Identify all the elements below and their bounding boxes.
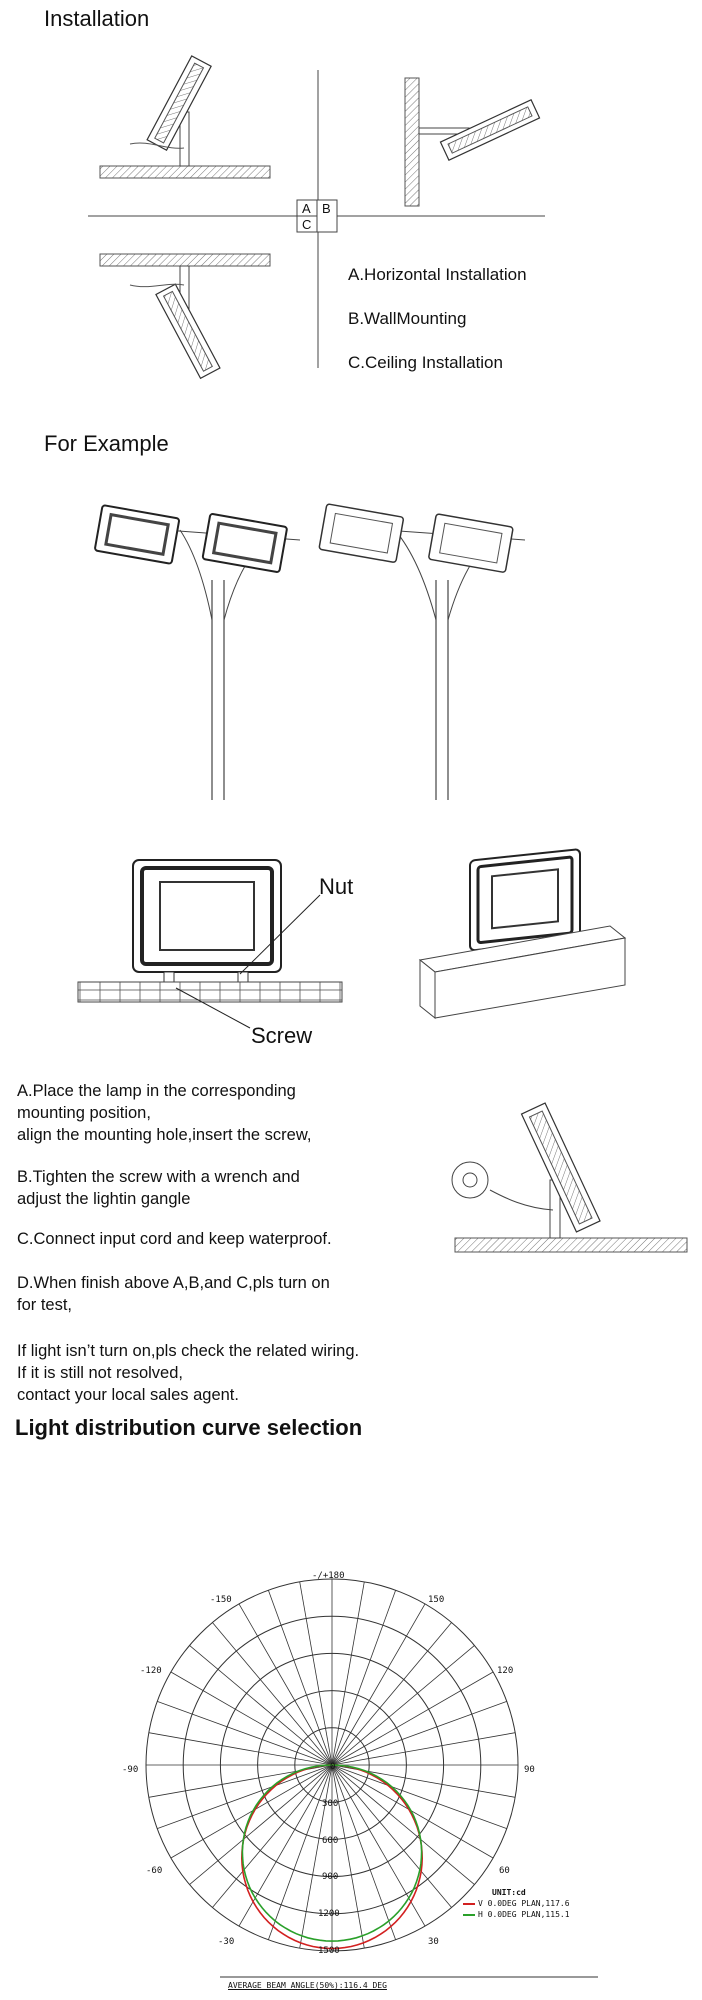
angle-label-p120: 120: [497, 1666, 514, 1676]
polar-spoke: [170, 1671, 333, 1766]
polar-spoke: [331, 1764, 426, 1927]
legend-v: V 0.0DEG PLAN,117.6: [463, 1899, 570, 1908]
polar-spoke: [238, 1603, 333, 1766]
pole-lights-illustration: [94, 503, 526, 800]
polar-spoke: [331, 1603, 426, 1766]
angle-label-m150: -150: [210, 1595, 232, 1605]
legend-v-swatch: [463, 1902, 475, 1905]
polar-spoke: [212, 1764, 333, 1908]
angle-label-m90: -90: [122, 1765, 139, 1775]
angle-label-m60: -60: [146, 1866, 163, 1876]
angle-label-p90: 90: [524, 1765, 535, 1775]
radial-label-300: 300: [322, 1799, 339, 1809]
polar-spoke: [189, 1645, 333, 1766]
distribution-title: Light distribution curve selection: [15, 1415, 363, 1440]
instruction-d: D.When finish above A,B,and C,pls turn o…: [17, 1274, 330, 1314]
polar-spoke: [170, 1764, 333, 1859]
installation-title: Installation: [44, 6, 150, 31]
label-ceiling-installation: C.Ceiling Installation: [348, 353, 503, 372]
angle-label-180: -/+180: [312, 1571, 345, 1581]
curve-v-plane: [240, 1764, 424, 1950]
instruction-a: A.Place the lamp in the corresponding mo…: [17, 1082, 312, 1144]
radial-label-900: 900: [322, 1872, 339, 1882]
polar-spoke: [268, 1764, 333, 1940]
instruction-note: If light isn’t turn on,pls check the rel…: [17, 1342, 360, 1404]
legend-v-text: V 0.0DEG PLAN,117.6: [478, 1899, 570, 1908]
angle-label-p60: 60: [499, 1866, 510, 1876]
polar-spoke: [331, 1581, 365, 1766]
angle-label-0: 0: [330, 1762, 336, 1772]
beam-angle-caption: AVERAGE BEAM ANGLE(50%):116.4 DEG: [228, 1981, 387, 1990]
polar-chart: [145, 1578, 598, 1978]
screw-label: Screw: [251, 1023, 313, 1048]
installation-diagram: [88, 55, 545, 380]
polar-spoke: [331, 1590, 396, 1766]
quad-letter-b: B: [322, 201, 331, 216]
legend-h: H 0.0DEG PLAN,115.1: [463, 1910, 570, 1919]
legend-h-swatch: [463, 1913, 475, 1916]
instruction-b: B.Tighten the screw with a wrench and ad…: [17, 1168, 300, 1208]
angle-label-p150: 150: [428, 1595, 445, 1605]
polar-spoke: [238, 1764, 333, 1927]
polar-spoke: [299, 1764, 333, 1949]
polar-spoke: [331, 1671, 494, 1766]
polar-spoke: [331, 1764, 452, 1908]
quad-letter-a: A: [302, 201, 311, 216]
polar-spoke: [268, 1590, 333, 1766]
nut-label: Nut: [319, 874, 354, 899]
polar-spoke: [299, 1581, 333, 1766]
polar-spoke: [331, 1764, 365, 1949]
nut-screw-illustration: [77, 848, 627, 1029]
polar-spoke: [331, 1764, 475, 1885]
polar-spoke: [331, 1764, 507, 1829]
instruction-c: C.Connect input cord and keep waterproof…: [17, 1230, 332, 1248]
polar-spoke: [331, 1764, 396, 1940]
unit-label: UNIT:cd: [492, 1888, 526, 1897]
example-title: For Example: [44, 431, 169, 456]
angle-label-m30: -30: [218, 1937, 235, 1947]
label-horizontal-installation: A.Horizontal Installation: [348, 265, 527, 284]
quad-letter-c: C: [302, 217, 312, 232]
polar-spoke: [331, 1622, 452, 1766]
polar-spoke: [331, 1732, 516, 1766]
curve-h-plane: [241, 1764, 423, 1942]
radial-label-1200: 1200: [318, 1909, 340, 1919]
radial-label-600: 600: [322, 1836, 339, 1846]
wiring-illustration: [451, 1102, 688, 1253]
polar-spoke: [212, 1622, 333, 1766]
polar-spoke: [331, 1764, 494, 1859]
angle-label-m120: -120: [140, 1666, 162, 1676]
angle-label-p30: 30: [428, 1937, 439, 1947]
polar-spoke: [157, 1764, 333, 1829]
label-wall-mounting: B.WallMounting: [348, 309, 467, 328]
polar-spoke: [331, 1701, 507, 1766]
polar-spoke: [189, 1764, 333, 1885]
polar-spoke: [157, 1701, 333, 1766]
legend-h-text: H 0.0DEG PLAN,115.1: [478, 1910, 570, 1919]
polar-spoke: [148, 1732, 333, 1766]
polar-spoke: [331, 1645, 475, 1766]
radial-label-1500: 1500: [318, 1946, 340, 1956]
